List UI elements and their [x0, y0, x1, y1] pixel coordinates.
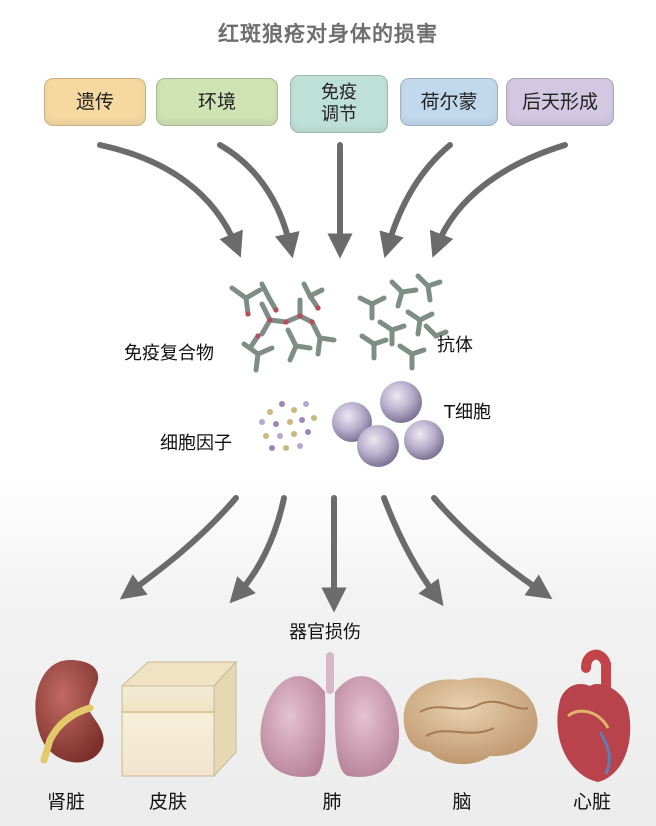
t-cell	[404, 420, 444, 460]
factor-genetics-label: 遗传	[75, 91, 114, 113]
lung-graphic	[260, 652, 400, 777]
factor-environment: 环境	[156, 78, 278, 126]
t-cell	[380, 381, 422, 423]
immune-complex-joints	[245, 305, 321, 339]
skin-graphic	[120, 660, 238, 778]
arrow-to-skin	[229, 495, 287, 604]
organ-label-skin: 皮肤	[148, 791, 187, 813]
t-cell	[357, 425, 399, 467]
arrow-to-heart	[431, 495, 553, 600]
kidney-graphic	[35, 660, 104, 764]
factor-hormone: 荷尔蒙	[400, 78, 498, 126]
factor-genetics: 遗传	[44, 78, 146, 126]
arrow-genetics	[97, 142, 243, 258]
arrow-to-brain	[381, 495, 444, 607]
factor-immune-regulation: 免疫 调节	[290, 75, 388, 133]
brain-graphic	[403, 677, 538, 765]
factor-acquired: 后天形成	[506, 78, 614, 126]
cytokine-graphic	[259, 401, 317, 451]
organ-damage-label: 器官损伤	[289, 622, 361, 643]
arrow-acquired	[429, 142, 568, 258]
lower-arrows	[119, 495, 553, 613]
factor-environment-label: 环境	[197, 91, 236, 113]
t-cell-label: T细胞	[444, 402, 491, 423]
arrow-to-kidney	[119, 495, 239, 600]
organ-label-brain: 脑	[452, 791, 472, 813]
t-cell	[332, 402, 372, 442]
organ-label-kidney: 肾脏	[46, 791, 85, 813]
arrow-environment	[217, 142, 300, 259]
diagram-title: 红斑狼疮对身体的损害	[218, 22, 438, 46]
organ-label-lung: 肺	[322, 791, 342, 813]
organ-label-heart: 心脏	[572, 791, 611, 813]
antibody-label: 抗体	[437, 335, 473, 356]
t-cell-graphic	[332, 381, 444, 467]
arrow-hormone	[379, 142, 453, 259]
cytokine-label: 细胞因子	[160, 433, 232, 454]
factor-hormone-label: 荷尔蒙	[420, 91, 478, 113]
immune-complex-label: 免疫复合物	[124, 343, 214, 364]
factor-immune-regulation-label: 免疫 调节	[321, 82, 357, 125]
immune-complex-graphic	[229, 281, 337, 373]
upper-arrows	[97, 142, 568, 259]
heart-graphic	[557, 649, 631, 782]
factor-acquired-label: 后天形成	[521, 91, 598, 113]
antibody-graphic	[357, 273, 449, 371]
